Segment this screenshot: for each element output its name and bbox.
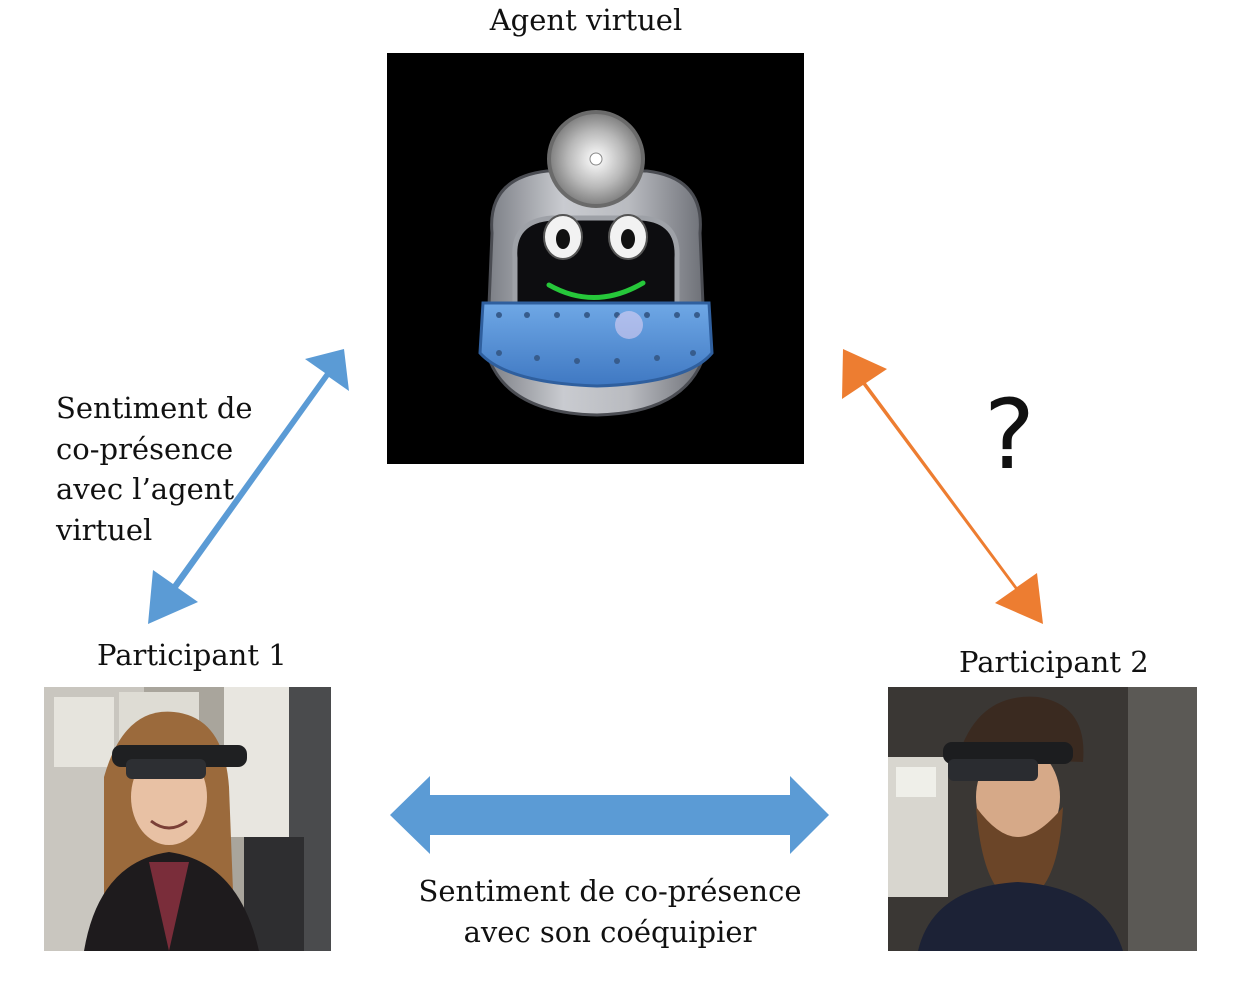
edge-label-line: Sentiment de co-présence xyxy=(418,874,802,908)
edge-label-line: avec l’agent xyxy=(56,472,235,506)
agent-participant1-edge-label: Sentiment de co-présence avec l’agent vi… xyxy=(56,388,253,550)
double-arrow-agent-participant2 xyxy=(842,349,1043,624)
participant1-participant2-edge-label: Sentiment de co-présence avec son coéqui… xyxy=(410,871,810,953)
double-arrow-participant1-participant2 xyxy=(390,776,829,854)
virtual-agent-image xyxy=(387,53,804,464)
double-arrow-agent-participant1 xyxy=(148,349,349,624)
participant-2-label: Participant 2 xyxy=(959,645,1149,679)
edge-label-line: co-présence xyxy=(56,431,234,466)
participant-2-photo xyxy=(888,687,1197,951)
edge-label-line: virtuel xyxy=(56,512,153,547)
participant-1-photo xyxy=(44,687,331,951)
question-mark-label: ? xyxy=(984,379,1035,491)
participant-1-label: Participant 1 xyxy=(97,638,287,672)
edge-label-line: avec son coéquipier xyxy=(463,915,757,949)
edge-label-line: Sentiment de xyxy=(56,391,253,425)
agent-label: Agent virtuel xyxy=(489,3,683,37)
